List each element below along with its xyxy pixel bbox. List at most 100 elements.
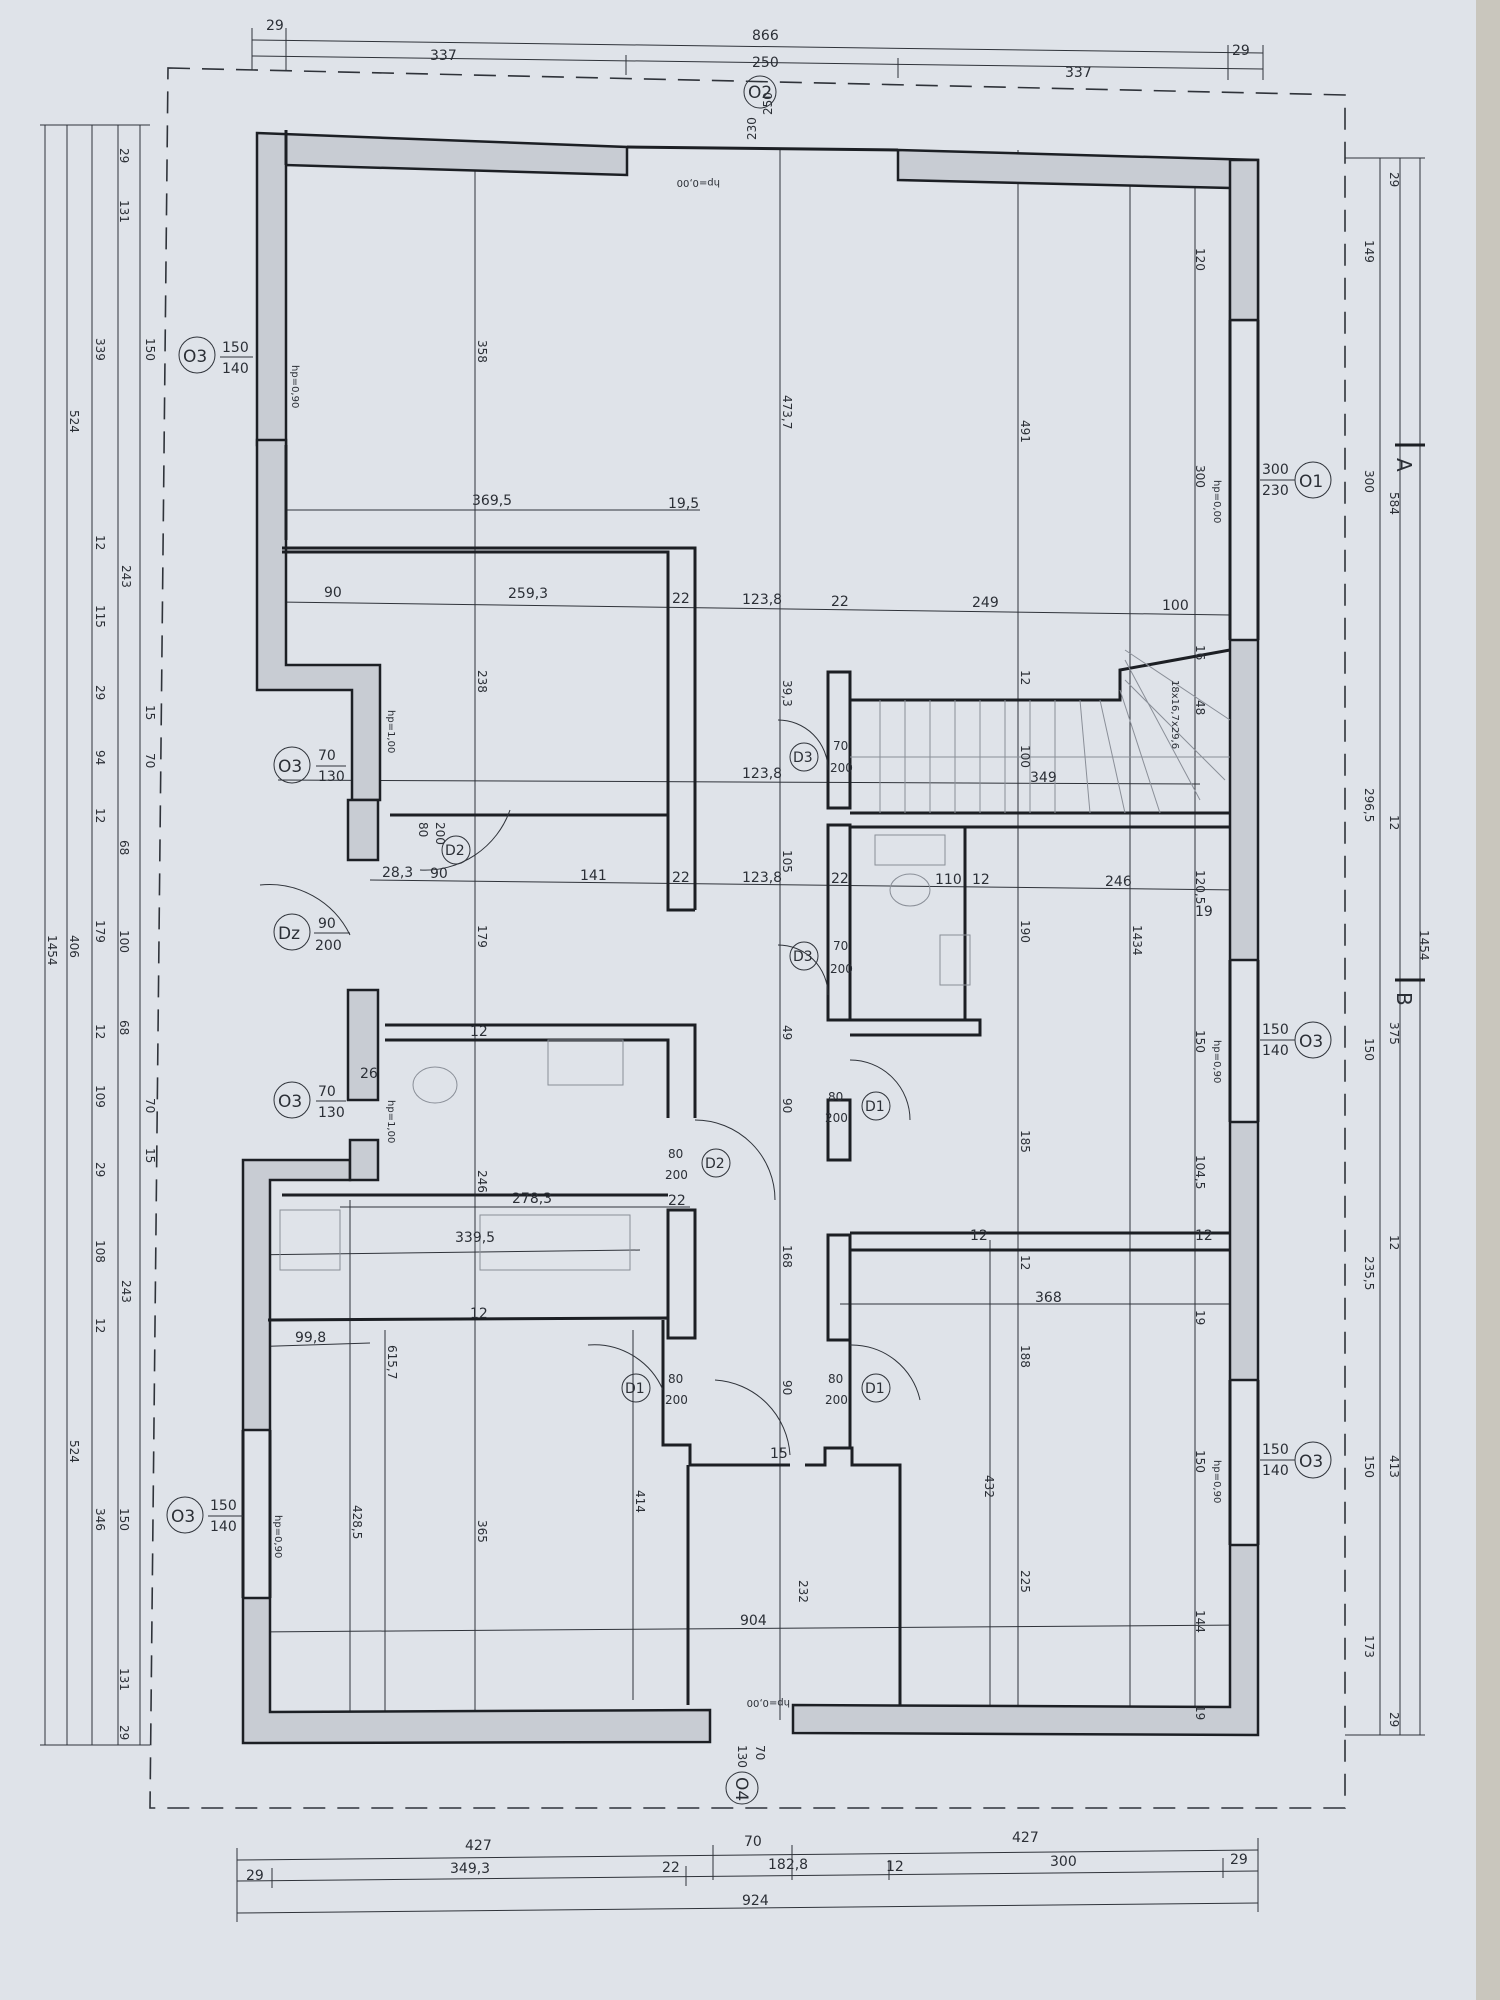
svg-text:150: 150 — [1262, 1442, 1289, 1458]
dim-int-22-c: 22 — [672, 870, 690, 886]
svg-text:70: 70 — [833, 939, 848, 953]
dim-right-584: 584 — [1387, 492, 1401, 515]
svg-text:O3: O3 — [278, 757, 302, 777]
dim-top-29-right: 29 — [1232, 43, 1250, 59]
svg-text:O3: O3 — [278, 1092, 302, 1112]
dim-left-12-b: 12 — [93, 808, 107, 823]
dim-int-428-5: 428,5 — [350, 1505, 364, 1539]
opening-tag-O3-a: O3 150 140 — [178, 336, 253, 377]
dim-int-12-e: 12 — [970, 1228, 988, 1244]
dim-int-278-3: 278,3 — [512, 1191, 552, 1207]
dim-left-1454: 1454 — [45, 935, 59, 966]
svg-text:O2: O2 — [748, 83, 772, 103]
dim-bottom-349-3: 349,3 — [450, 1861, 490, 1877]
dim-left-29-top: 29 — [117, 148, 131, 163]
dim-int-28-3: 28,3 — [382, 865, 413, 881]
dim-left-179: 179 — [93, 920, 107, 943]
dim-top-337-left: 337 — [430, 48, 457, 64]
svg-text:200: 200 — [433, 822, 447, 845]
dim-top-250: 250 — [752, 55, 779, 71]
dim-int-120: 120 — [1193, 248, 1207, 271]
dim-int-110: 110 — [935, 872, 962, 888]
right-dimensions: 29 149 300 584 296,5 12 1454 375 150 235… — [1362, 172, 1431, 1727]
dim-int-100-a: 100 — [1162, 598, 1189, 614]
sill-notes: hp=0,00 hp=0,90 hp=0,00 hp=1,00 hp=0,90 … — [272, 177, 1222, 1708]
dim-int-90-d: 90 — [780, 1380, 794, 1395]
dim-int-22-a: 22 — [672, 591, 690, 607]
dim-bottom-300: 300 — [1050, 1854, 1077, 1870]
opening-tag-O3-d: O3 150 140 — [1260, 1021, 1332, 1059]
dim-left-406: 406 — [67, 935, 81, 958]
dim-int-246-b: 246 — [475, 1170, 489, 1193]
svg-text:70: 70 — [318, 1084, 336, 1100]
svg-text:200: 200 — [830, 962, 853, 976]
dim-int-491: 491 — [1018, 420, 1032, 443]
dim-bottom-924: 924 — [742, 1893, 769, 1909]
svg-text:130: 130 — [735, 1745, 749, 1768]
svg-text:200: 200 — [830, 761, 853, 775]
dim-left-243-bottom: 243 — [119, 1280, 133, 1303]
dim-left-94: 94 — [93, 750, 107, 765]
dim-int-365: 365 — [475, 1520, 489, 1543]
dim-right-375: 375 — [1387, 1022, 1401, 1045]
dim-right-173: 173 — [1362, 1635, 1376, 1658]
dim-int-19-5: 19,5 — [668, 496, 699, 512]
svg-text:80: 80 — [416, 822, 430, 837]
svg-text:150: 150 — [1262, 1022, 1289, 1038]
dim-int-12-f: 12 — [1195, 1228, 1213, 1244]
svg-text:Dz: Dz — [278, 924, 300, 944]
staircase — [850, 649, 1231, 815]
dim-bottom-22: 22 — [662, 1860, 680, 1876]
svg-text:140: 140 — [1262, 1043, 1289, 1059]
dimension-lines — [40, 28, 1425, 1922]
door-tag-D1-b: D1 80 200 — [621, 1372, 688, 1407]
dim-int-12-d: 12 — [1018, 1255, 1032, 1270]
dim-int-90-a: 90 — [324, 585, 342, 601]
opening-tag-O1: O1 300 230 — [1260, 461, 1332, 499]
left-dimensions: 29 131 339 150 524 12 243 115 29 15 94 7… — [45, 148, 157, 1740]
dim-int-1434: 1434 — [1130, 925, 1144, 956]
dim-right-413: 413 — [1387, 1455, 1401, 1478]
door-tag-D2-a: D2 80 200 — [416, 822, 471, 865]
svg-text:150: 150 — [210, 1498, 237, 1514]
svg-text:140: 140 — [1262, 1463, 1289, 1479]
dim-int-179: 179 — [475, 925, 489, 948]
dim-int-19-c: 19 — [1193, 1705, 1207, 1720]
opening-tag-O3-c: O3 70 130 — [273, 1081, 346, 1121]
dim-top-866: 866 — [752, 28, 779, 44]
svg-text:200: 200 — [315, 938, 342, 954]
sill-note-3: hp=0,00 — [1211, 480, 1222, 523]
svg-text:D3: D3 — [793, 949, 813, 965]
sill-note-1: hp=0,00 — [677, 177, 720, 188]
dim-left-70-b: 70 — [143, 1098, 157, 1113]
dim-int-339-5: 339,5 — [455, 1230, 495, 1246]
sill-note-2: hp=0,90 — [289, 365, 300, 408]
dim-int-19-a: 19 — [1195, 904, 1213, 920]
dim-bottom-182-8: 182,8 — [768, 1857, 808, 1873]
dim-left-346: 346 — [93, 1508, 107, 1531]
dim-bottom-427-left: 427 — [465, 1838, 492, 1854]
dim-int-615-7: 615,7 — [385, 1345, 399, 1379]
opening-tags: O2 250 230 O3 150 140 O1 300 230 O3 70 1… — [166, 75, 1332, 1805]
dim-int-150-b: 150 — [1193, 1450, 1207, 1473]
opening-tag-O4: O4 70 130 — [725, 1745, 767, 1805]
dim-left-12-c: 12 — [93, 1024, 107, 1039]
dim-int-225: 225 — [1018, 1570, 1032, 1593]
opening-tag-O2: O2 250 230 — [743, 75, 777, 140]
dim-top-29-left: 29 — [266, 18, 284, 34]
dim-left-243-top: 243 — [119, 565, 133, 588]
dim-left-150-bottom: 150 — [117, 1508, 131, 1531]
dim-int-16: 16 — [1193, 645, 1207, 660]
dim-int-414: 414 — [633, 1490, 647, 1513]
sill-note-9: hp=0,00 — [747, 1697, 790, 1708]
dim-bottom-70: 70 — [744, 1834, 762, 1850]
dim-int-22-b: 22 — [831, 594, 849, 610]
dim-right-150-a: 150 — [1362, 1038, 1376, 1061]
dim-int-104-5: 104,5 — [1193, 1155, 1207, 1189]
dim-int-259-3: 259,3 — [508, 586, 548, 602]
dim-left-131-top: 131 — [117, 200, 131, 223]
dim-int-249: 249 — [972, 595, 999, 611]
dim-left-29-a: 29 — [93, 685, 107, 700]
dim-left-70-a: 70 — [143, 753, 157, 768]
walls — [241, 130, 1260, 1745]
